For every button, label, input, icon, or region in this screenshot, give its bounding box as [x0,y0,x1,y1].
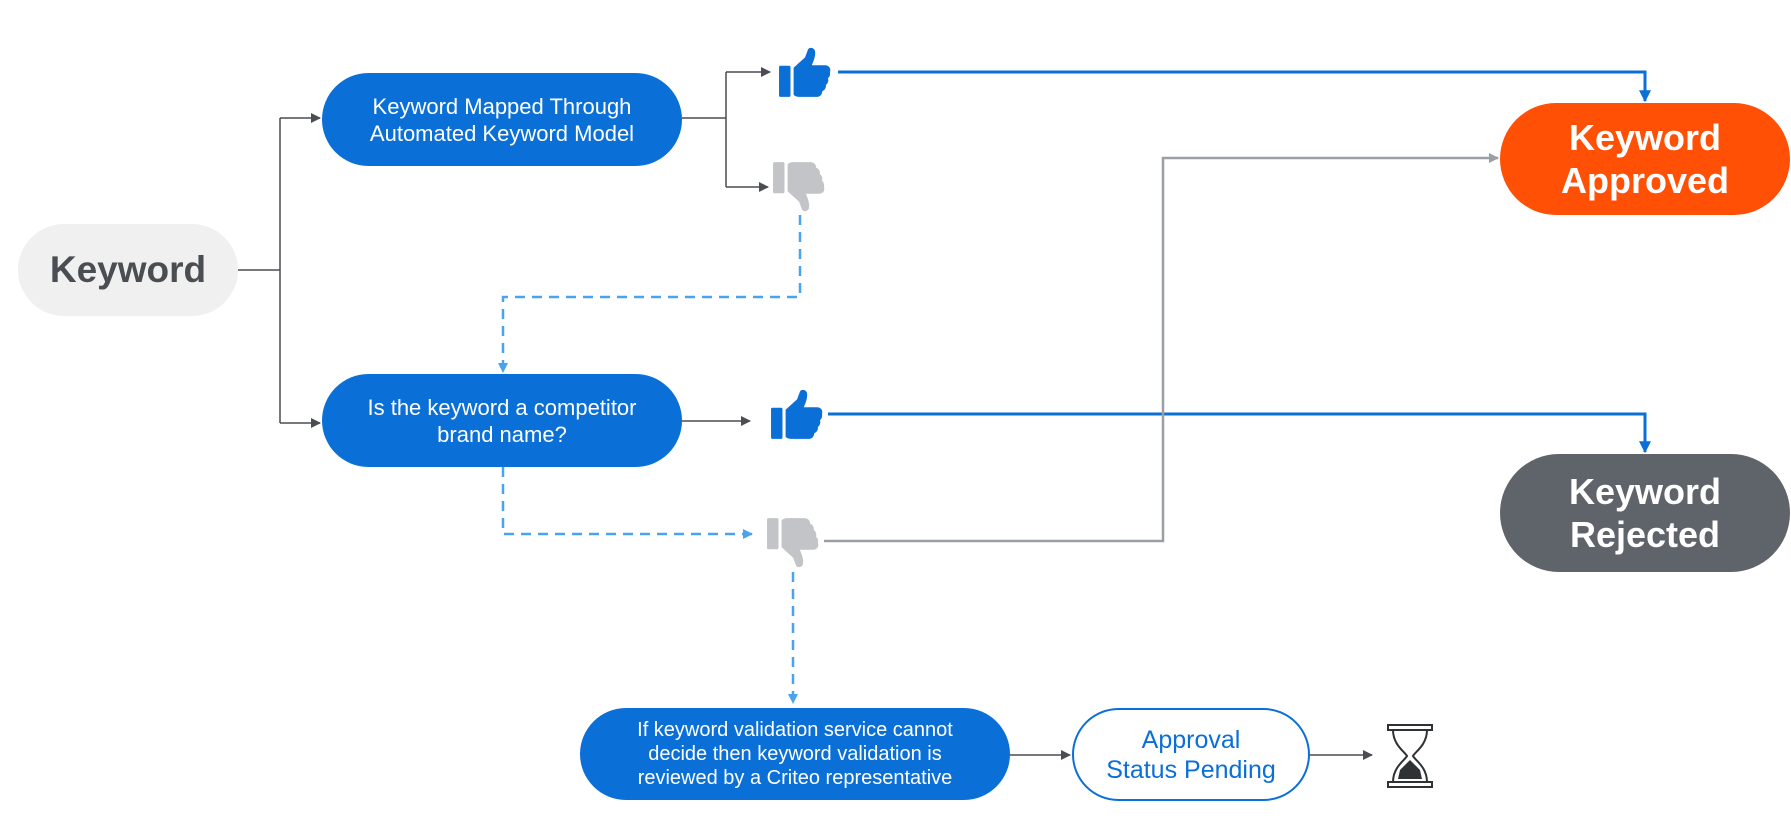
keyword-approved-node: Keyword Approved [1500,103,1790,215]
competitor-brand-question-node: Is the keyword a competitor brand name? [322,374,682,467]
dashed-competitor-to-thumb-down-2 [501,467,753,539]
manual-review-node: If keyword validation service cannot dec… [580,708,1010,800]
hourglass-icon [1387,724,1433,788]
thumbs-down-icon [767,518,819,568]
keyword-rejected-node: Keyword Rejected [1500,454,1790,572]
dashed-thumb-down-1-to-competitor [498,215,802,373]
keyword-node: Keyword [18,224,238,316]
line-thumb-up-1-to-approved [838,70,1651,103]
keyword-mapped-node: Keyword Mapped Through Automated Keyword… [322,73,682,166]
approval-pending-node: Approval Status Pending [1072,708,1310,801]
connector-mapped-split [682,72,727,187]
connector-keyword-split [238,118,281,423]
thumbs-down-icon [773,162,825,212]
thumbs-up-icon [779,47,831,97]
line-thumb-down-2-to-approved [824,153,1499,543]
thumbs-up-icon [771,389,823,439]
line-thumb-up-2-to-rejected [828,412,1651,454]
